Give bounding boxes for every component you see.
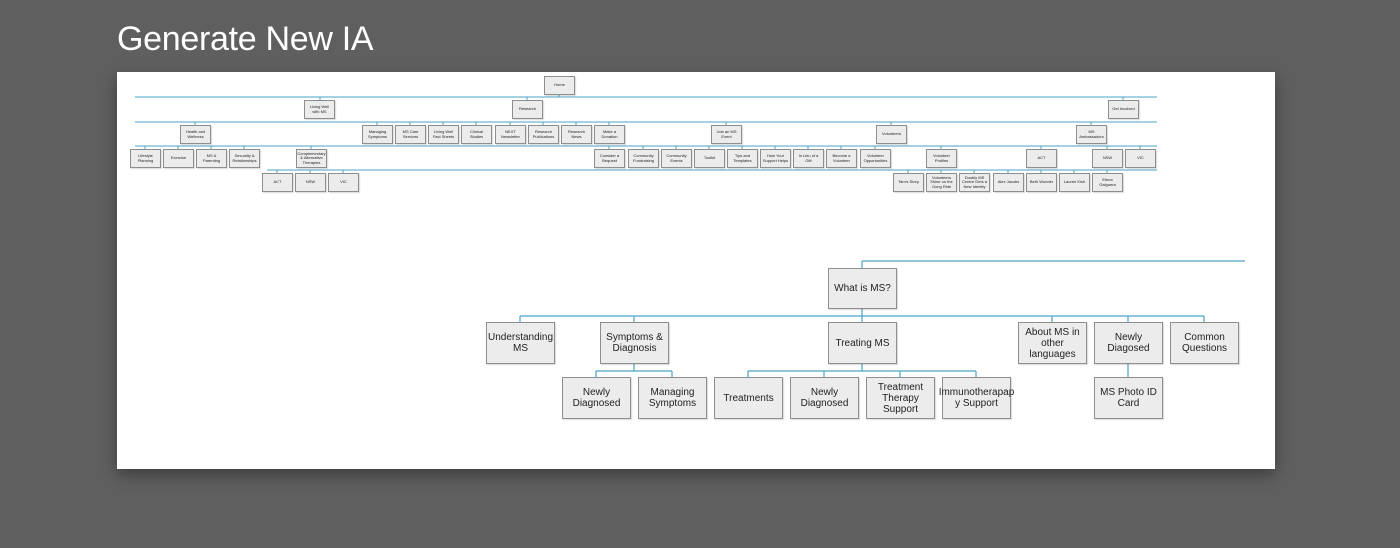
ia-node-home: Home [544,76,575,95]
ia-node-community-events: Community Events [661,149,692,168]
ia-node-volunteer-profiles: Volunteer Profiles [926,149,957,168]
ia-node-newly-diagnosed-1: Newly Diagnosed [562,377,631,419]
ia-node-join-event: Join an MS Event [711,125,742,144]
ia-node-newly-diagnosed-2: Newly Diagnosed [790,377,859,419]
ia-node-how-support-helps: How Your Support Helps [760,149,791,168]
ia-node-research: Research [512,100,543,119]
ia-node-nsw: NSW [295,173,326,192]
ia-node-toolkit: Toolkit [694,149,725,168]
ia-node-research-news: Research News [561,125,592,144]
ia-node-lifestyle-planning: Lifestyle Planning [130,149,161,168]
ia-node-research-publications: Research Publications [528,125,559,144]
ia-node-doubly-ms: Doubly MS Centre Gets a New Identity [959,173,990,192]
ia-node-managing-symptoms: Managing Symptoms [638,377,707,419]
ia-node-tips-templates: Tips and Templates [727,149,758,168]
ia-node-become-volunteer: Become a Volunteer [826,149,857,168]
ia-node-what-is-ms: What is MS? [828,268,897,309]
ia-node-exercise: Exercise [163,149,194,168]
ia-node-vic: VIC [1125,149,1156,168]
ia-node-volunteers-shine: Volunteers Shine on the Gong Ride [926,173,957,192]
ia-node-nsw: NSW [1092,149,1123,168]
ia-node-living-well: Living Well with MS [304,100,335,119]
ia-node-next-newsletter: NEXT Newsletter [495,125,526,144]
ia-node-complementary: Complementary & Alternative Therapies [296,149,327,168]
ia-node-understanding: Understanding MS [486,322,555,364]
ia-node-treatment-support: Treatment Therapy Support [866,377,935,419]
ia-node-treating-ms: Treating MS [828,322,897,364]
ia-node-ms-care-services: MS Care Services [395,125,426,144]
ia-node-vic: VIC [328,173,359,192]
ia-node-make-donation: Make a Donation [594,125,625,144]
ia-node-living-well-fact-sheets: Living Well Fact Sheets [428,125,459,144]
ia-node-get-involved: Get Involved [1108,100,1139,119]
ia-node-volunteer-opportunities: Volunteer Opportunities [860,149,891,168]
ia-node-consider-bequest: Consider a Bequest [594,149,625,168]
ia-node-volunteers: Volunteers [876,125,907,144]
ia-node-in-lieu-gift: In Lieu of a Gift [793,149,824,168]
ia-node-lauren-kish: Lauren Kish [1059,173,1090,192]
ia-node-alex-jacobs: Alex Jacobs [993,173,1024,192]
ia-node-elena-galguera: Elena Galguera [1092,173,1123,192]
ia-node-act: ACT [1026,149,1057,168]
connector-lines [135,95,1245,377]
ia-node-about-ms-languages: About MS in other languages [1018,322,1087,364]
ia-node-community-fundraising: Community Fundraising [628,149,659,168]
ia-node-symptoms-diagnosis: Symptoms & Diagnosis [600,322,669,364]
page-title: Generate New IA [117,20,374,58]
ia-node-sexuality: Sexuality & Relationships [229,149,260,168]
ia-node-health-wellness: Health and Wellness [180,125,211,144]
ia-node-tams-story: Tam's Story [893,173,924,192]
ia-node-ms-photo-id: MS Photo ID Card [1094,377,1163,419]
ia-node-clinical-studies: Clinical Studies [461,125,492,144]
ia-node-ms-ambassadors: MS Ambassadors [1076,125,1107,144]
ia-node-act: ACT [262,173,293,192]
ia-node-beth-wonder: Beth Wonder [1026,173,1057,192]
ia-node-treatments: Treatments [714,377,783,419]
ia-node-immunotherapy-support: Immunotherapap y Support [939,377,1014,419]
ia-node-managing-symptoms: Managing Symptoms [362,125,393,144]
ia-node-newly-diagosed: Newly Diagosed [1094,322,1163,364]
ia-node-common-questions: Common Questions [1170,322,1239,364]
ia-node-ms-parenting: MS & Parenting [196,149,227,168]
